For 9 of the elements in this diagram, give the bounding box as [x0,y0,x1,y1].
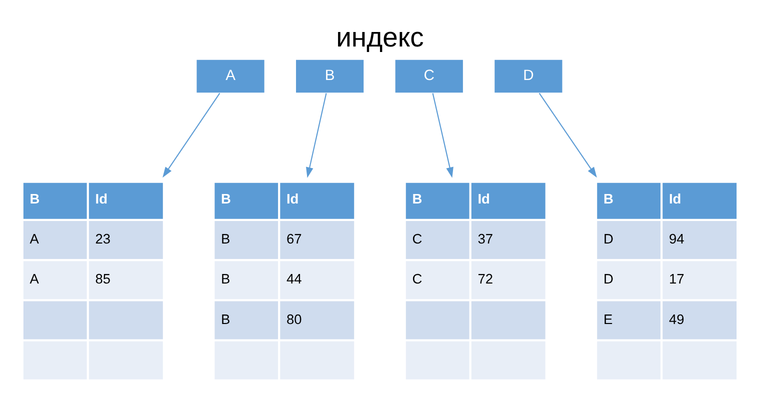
node-box: D [494,58,564,94]
arrow [306,93,327,178]
arrow [538,92,597,178]
diagram-title: индекс [336,21,424,52]
arrow [162,92,220,178]
node-box: B [294,58,365,94]
node-box: C [394,58,464,94]
node-box: A [196,58,266,94]
arrow [432,93,454,178]
